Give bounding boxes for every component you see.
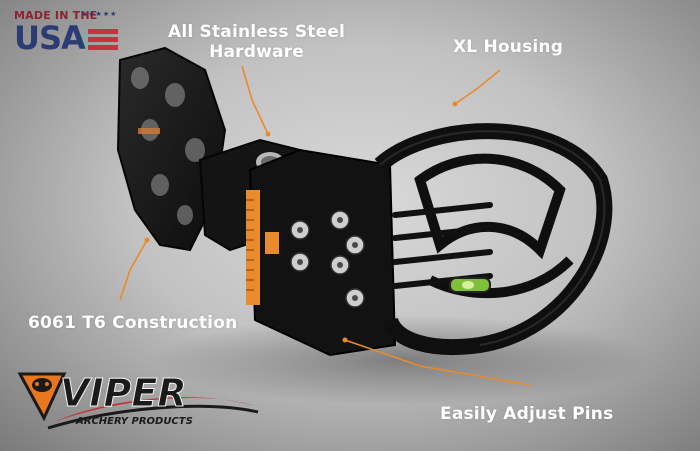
logo-swoosh-red <box>54 397 254 422</box>
flag-stripe <box>88 29 118 34</box>
logo-swoosh-dark <box>47 404 259 430</box>
brand-tagline: ARCHERY PRODUCTS <box>75 416 193 427</box>
callout-construction: 6061 T6 Construction <box>28 313 238 333</box>
viper-archery-logo: VIPER ARCHERY PRODUCTS <box>17 371 259 430</box>
callout-stainless-line2: Hardware <box>209 42 305 62</box>
flag-stripe <box>88 37 118 42</box>
brand-name: VIPER <box>60 371 187 415</box>
callout-xl-housing: XL Housing <box>453 37 564 57</box>
made-in-the-text: MADE IN THE <box>14 9 98 22</box>
callout-stainless-line1: All Stainless Steel <box>168 22 346 42</box>
callout-stainless-hardware: All Stainless Steel Hardware <box>168 22 345 62</box>
stars-icon: ★★★★★ <box>81 10 118 18</box>
flag-stripe <box>88 45 118 50</box>
callout-adjust-pins: Easily Adjust Pins <box>440 404 614 424</box>
made-in-usa-badge: MADE IN THE ★★★★★ USA <box>14 9 124 59</box>
flag-stripes <box>88 29 118 53</box>
usa-text: USA <box>14 19 86 57</box>
snake-head-icon <box>17 372 67 422</box>
